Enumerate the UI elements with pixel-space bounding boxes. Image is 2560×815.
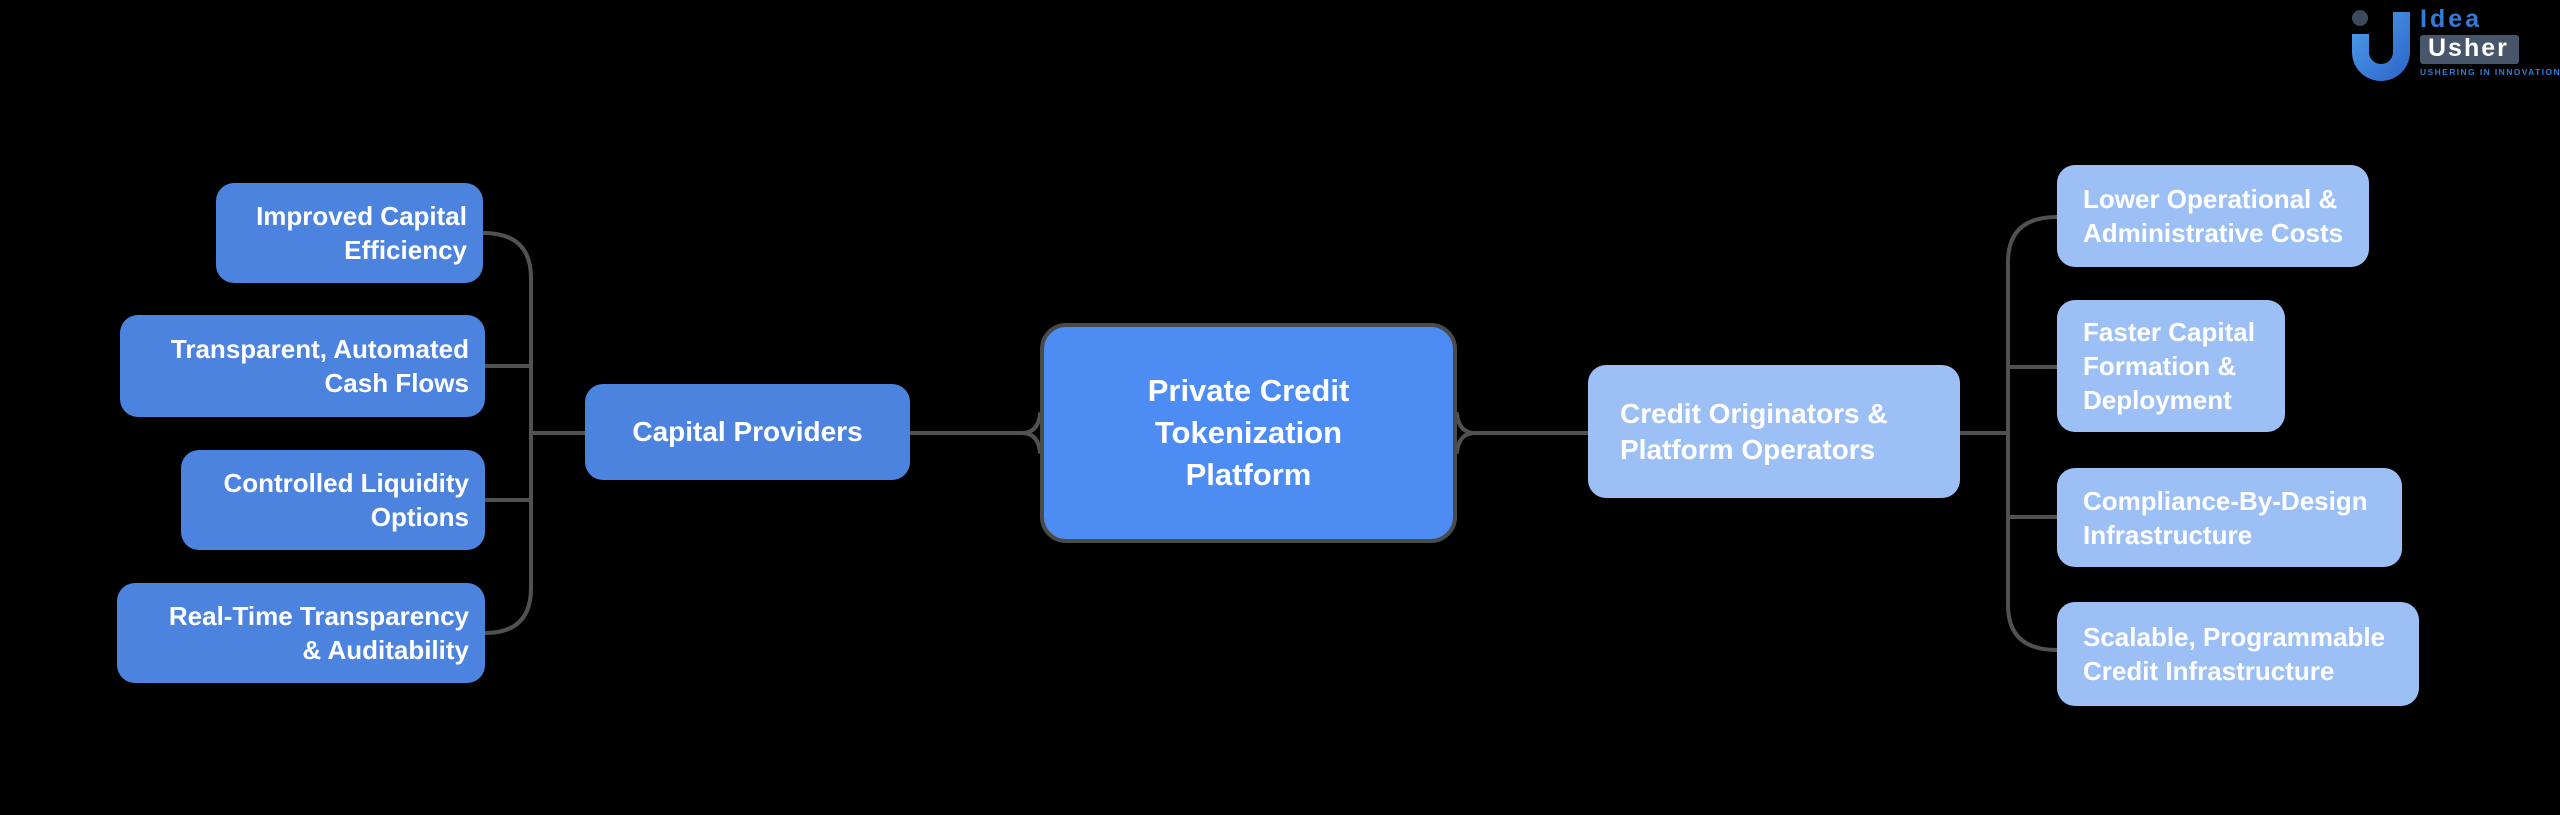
node-scalable-programmable-credit-infrastructure: Scalable, Programmable Credit Infrastruc… [2057, 602, 2419, 706]
node-improved-capital-efficiency: Improved Capital Efficiency [216, 183, 483, 283]
connector-center-right-brace-bottom [1455, 431, 1477, 454]
idea-usher-logo: Idea Usher USHERING IN INNOVATION [2340, 2, 2560, 86]
node-lower-operational-administrative-costs: Lower Operational & Administrative Costs [2057, 165, 2369, 267]
node-transparent-automated-cash-flows: Transparent, Automated Cash Flows [120, 315, 485, 417]
node-credit-originators-platform-operators: Credit Originators & Platform Operators [1588, 365, 1960, 498]
connector-left-leaf-1 [481, 231, 533, 280]
node-controlled-liquidity-options: Controlled Liquidity Options [181, 450, 485, 550]
connector-center-left-brace-top [1020, 412, 1042, 435]
logo-tagline-text: USHERING IN INNOVATION [2420, 67, 2560, 77]
connector-center-left-brace-bottom [1020, 431, 1042, 454]
connector-center-right-brace-top [1455, 412, 1477, 435]
node-compliance-by-design-infrastructure: Compliance-By-Design Infrastructure [2057, 468, 2402, 567]
connector-right-leaf-1 [2006, 215, 2059, 264]
connector-right-leaf-4 [2006, 603, 2059, 652]
logo-brand-bottom-text: Usher [2420, 35, 2519, 64]
node-capital-providers: Capital Providers [585, 384, 910, 480]
idea-usher-monogram-icon [2352, 10, 2410, 81]
connector-left-leaf-4 [483, 586, 533, 635]
node-real-time-transparency-auditability: Real-Time Transparency & Auditability [117, 583, 485, 683]
logo-text-block: Idea Usher USHERING IN INNOVATION [2420, 6, 2560, 77]
node-faster-capital-formation-deployment: Faster Capital Formation & Deployment [2057, 300, 2285, 432]
node-private-credit-tokenization-platform: Private Credit Tokenization Platform [1040, 323, 1457, 543]
logo-brand-top-text: Idea [2420, 5, 2483, 33]
